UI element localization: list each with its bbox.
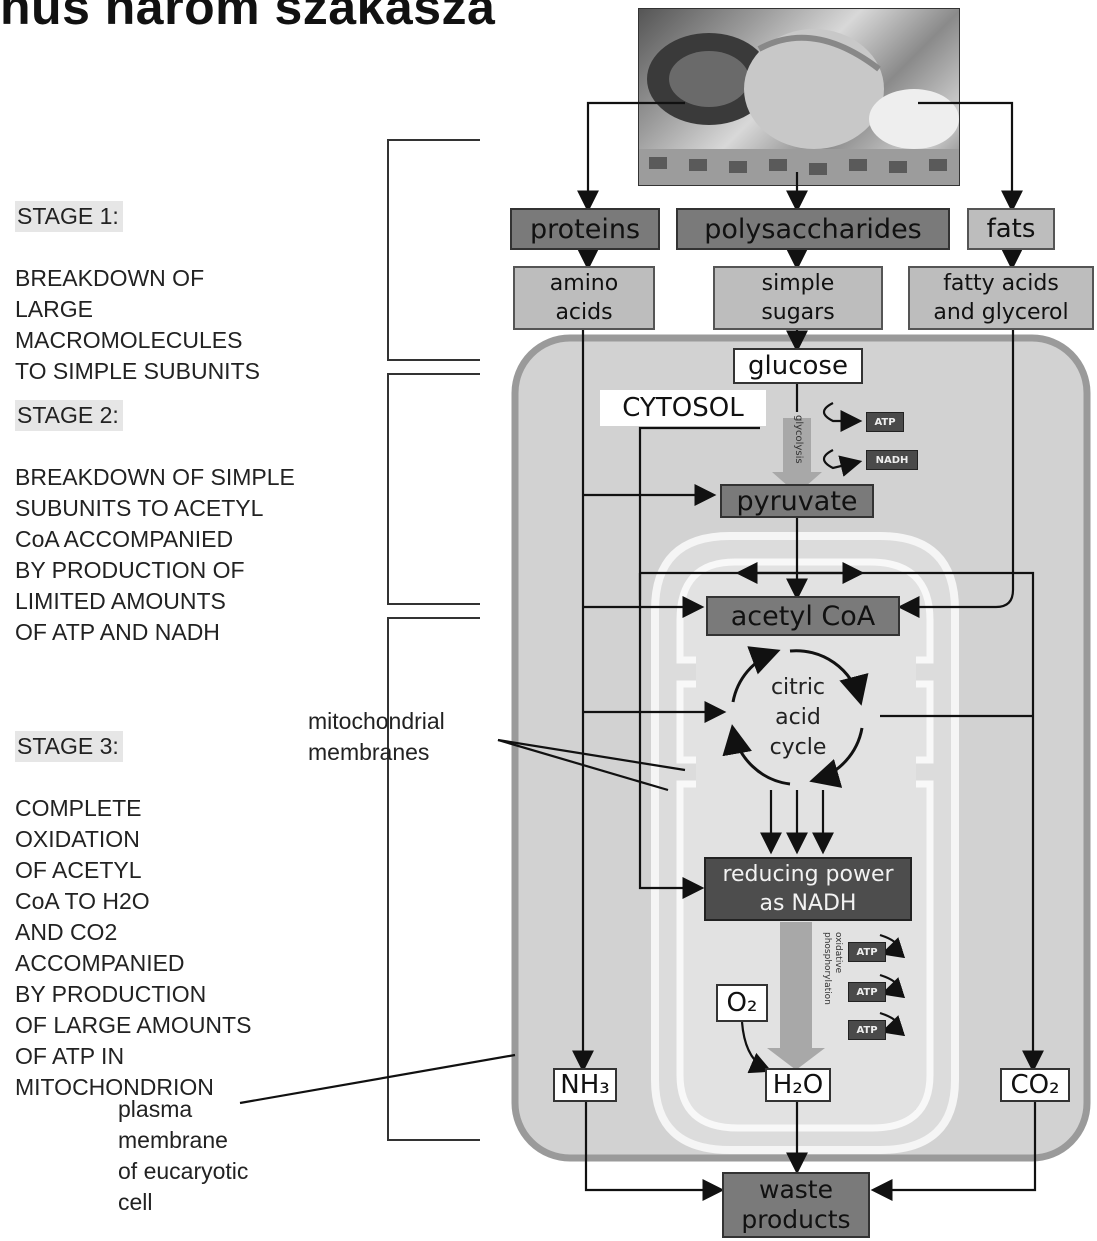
o2-box: O₂ xyxy=(716,984,768,1022)
co2-box: CO₂ xyxy=(1000,1068,1070,1102)
pyruvate-box: pyruvate xyxy=(720,484,874,518)
stage-2-head: STAGE 2: xyxy=(15,400,123,431)
atp-badge-oxphos-2: ATP xyxy=(848,982,886,1002)
stage-1-body: BREAKDOWN OF LARGE MACROMOLECULES TO SIM… xyxy=(15,265,260,384)
oxidative-phosphorylation-label: oxidative phosphorylation xyxy=(822,932,843,1005)
nh3-box: NH₃ xyxy=(553,1068,617,1102)
atp-badge-oxphos-1: ATP xyxy=(848,942,886,962)
stage-1-text: STAGE 1: BREAKDOWN OF LARGE MACROMOLECUL… xyxy=(15,170,260,387)
proteins-box: proteins xyxy=(510,208,660,250)
stage-2-body: BREAKDOWN OF SIMPLE SUBUNITS TO ACETYL C… xyxy=(15,464,295,645)
stage-brackets xyxy=(387,139,480,1141)
glycolysis-arrow xyxy=(772,418,822,494)
cytosol-label: CYTOSOL xyxy=(600,390,766,426)
simple-sugars-box: simple sugars xyxy=(713,266,883,330)
stage-3-head: STAGE 3: xyxy=(15,731,123,762)
mitochondrial-membranes-label: mitochondrial membranes xyxy=(308,708,445,765)
oxphos-arrow xyxy=(767,922,825,1070)
glycolysis-label: glycolysis xyxy=(793,415,804,464)
h2o-box: H₂O xyxy=(765,1068,831,1102)
stage-1-head: STAGE 1: xyxy=(15,201,123,232)
reducing-power-nadh-box: reducing power as NADH xyxy=(704,857,912,921)
glucose-box: glucose xyxy=(733,348,863,384)
plasma-membrane-label: plasma membrane of eucaryotic cell xyxy=(118,1096,249,1215)
amino-acids-box: amino acids xyxy=(513,266,655,330)
waste-products-box: waste products xyxy=(722,1172,870,1238)
acetyl-coa-box: acetyl CoA xyxy=(706,596,900,636)
fatty-acids-box: fatty acids and glycerol xyxy=(908,266,1094,330)
nadh-badge-glycolysis: NADH xyxy=(866,450,918,470)
citric-acid-cycle-label: citric acid cycle xyxy=(769,675,827,760)
food-photo xyxy=(638,8,960,186)
stage-3-text: STAGE 3: COMPLETE OXIDATION OF ACETYL Co… xyxy=(15,700,251,1103)
page-title: hus három szakasza xyxy=(0,0,496,35)
atp-badge-oxphos-3: ATP xyxy=(848,1020,886,1040)
stage-2-text: STAGE 2: BREAKDOWN OF SIMPLE SUBUNITS TO… xyxy=(15,369,295,648)
fats-box: fats xyxy=(967,208,1055,250)
polysaccharides-box: polysaccharides xyxy=(676,208,950,250)
stage-3-body: COMPLETE OXIDATION OF ACETYL CoA TO H2O … xyxy=(15,795,252,1100)
atp-badge-glycolysis: ATP xyxy=(866,412,904,432)
citric-cycle-arrows xyxy=(722,646,869,788)
